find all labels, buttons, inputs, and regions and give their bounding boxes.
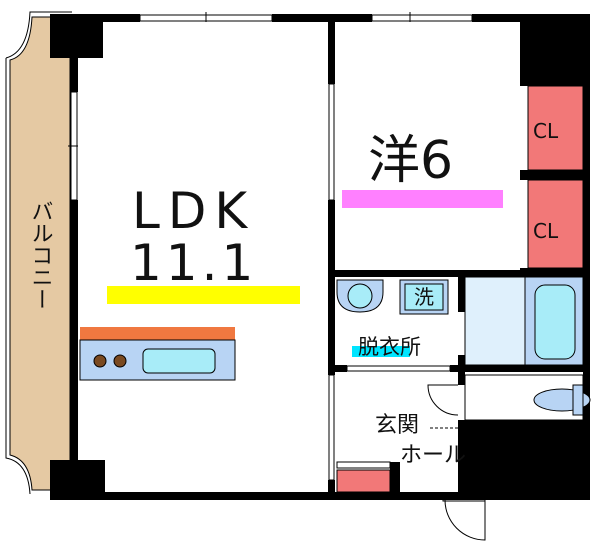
kitchen-backsplash [80,327,235,340]
balcony-label: バルコニー [28,200,53,310]
door-swings [427,384,486,541]
washing-machine-label: 洗 [414,285,434,309]
ldk-marker [107,286,300,304]
closet-2-label: CL [533,219,559,243]
closet-1-label: CL [533,119,559,143]
stove-burner-icon [93,354,107,368]
dressing-room-label: 脱衣所 [358,335,421,359]
closet-1 [527,85,584,171]
bathtub-icon [534,284,576,360]
entrance-label-2: ホール [400,443,466,468]
sink-icon [142,348,216,374]
ldk-size: 11.1 [130,234,257,292]
western-room-marker [342,190,503,208]
walls [50,14,590,500]
stove-burner-icon [113,354,127,368]
western-room-label: 洋6 [368,131,453,191]
ldk-label: LDK [132,182,255,240]
shoe-cabinet [336,469,391,493]
dressing-room-marker [352,346,410,357]
closet-2 [527,179,584,269]
entrance-label-1: 玄関 [375,413,419,438]
